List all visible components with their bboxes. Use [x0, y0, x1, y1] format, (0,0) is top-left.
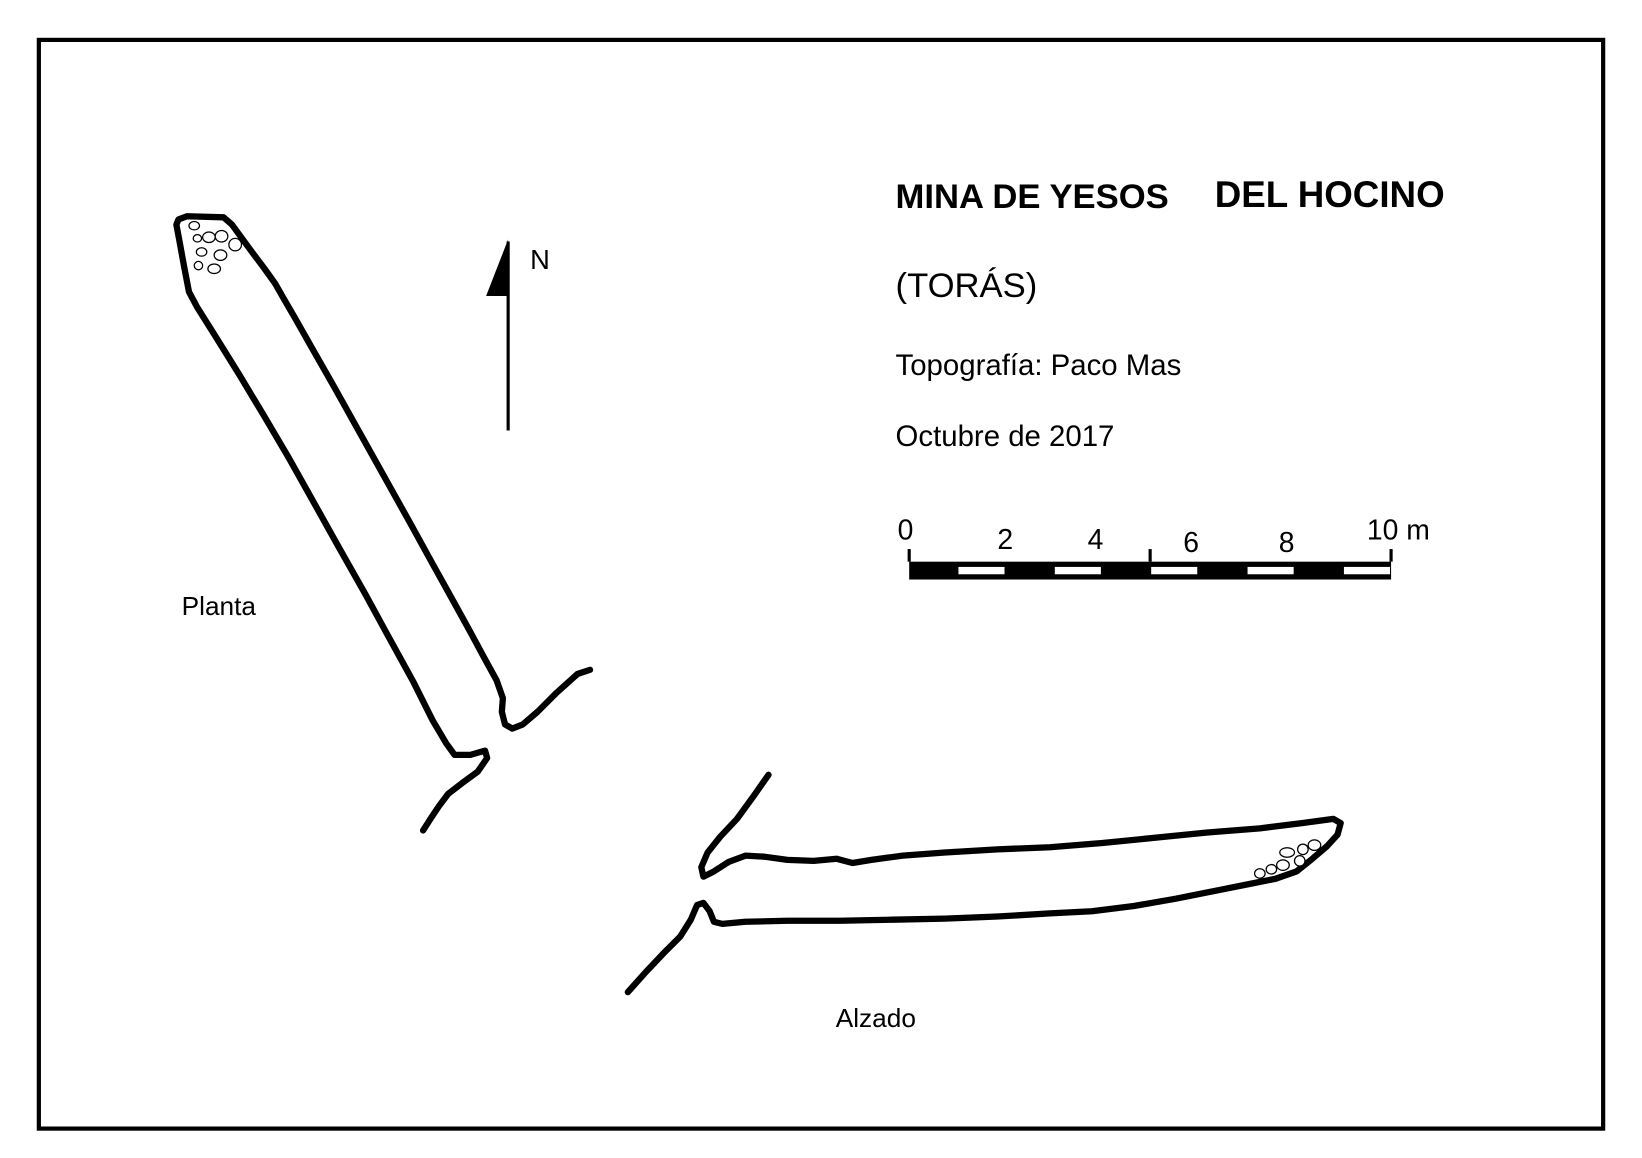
scale-label: 8 — [1279, 527, 1295, 559]
scale-bar-body — [909, 561, 1392, 580]
map-title-part1: MINA DE YESOS — [896, 178, 1169, 216]
scale-bar-segment — [1247, 566, 1294, 575]
plan-view-label: Planta — [182, 591, 257, 621]
boulder-icon — [188, 220, 243, 275]
scale-label: 2 — [997, 524, 1013, 556]
scale-bar-segment — [958, 566, 1005, 575]
scale-label: 10 m — [1367, 515, 1430, 547]
map-subtitle: (TORÁS) — [896, 266, 1038, 305]
scale-label: 4 — [1088, 524, 1104, 556]
north-arrow-head — [486, 239, 509, 297]
scale-bar-segment — [1054, 566, 1101, 575]
scale-bar-segment — [1343, 566, 1391, 575]
elevation-view-outline — [624, 771, 1344, 996]
scale-bar: 0 2 4 6 8 10 m — [898, 515, 1430, 580]
boulder-icon — [1253, 839, 1322, 879]
credits-text: Topografía: Paco Mas — [896, 349, 1182, 382]
map-title-part2: DEL HOCINO — [1215, 174, 1445, 215]
plan-view-outline — [173, 213, 594, 834]
elevation-view-label: Alzado — [836, 1003, 916, 1033]
date-text: Octubre de 2017 — [896, 420, 1115, 453]
scale-bar-segment — [1151, 566, 1198, 575]
scale-label: 0 — [898, 515, 914, 547]
north-arrow-icon — [486, 239, 510, 431]
map-frame — [36, 37, 1606, 1131]
scale-label: 6 — [1183, 527, 1199, 559]
north-label: N — [530, 244, 550, 275]
map-title: MINA DE YESOS DEL HOCINO — [896, 174, 1445, 216]
